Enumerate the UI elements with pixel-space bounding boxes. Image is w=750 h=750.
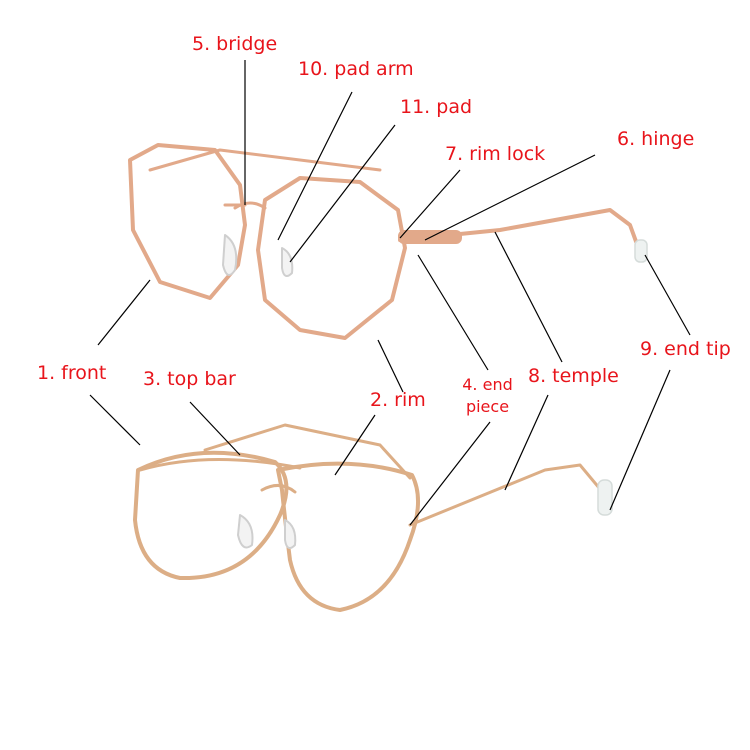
leader-rim-upper [377, 339, 404, 393]
label-pad-arm: 10. pad arm [298, 58, 414, 80]
lower-left-rim [133, 450, 289, 581]
label-end-piece: 4. end piece [455, 374, 520, 417]
lower-bridge [260, 484, 297, 494]
lower-temple [408, 463, 612, 527]
label-hinge: 6. hinge [617, 128, 695, 150]
lower-right-rim [276, 461, 421, 612]
label-temple: 8. temple [528, 365, 619, 387]
label-top-bar: 3. top bar [143, 368, 236, 390]
label-bridge: 5. bridge [192, 33, 278, 55]
upper-left-pad [222, 234, 238, 276]
leader-pad-arm [277, 91, 353, 241]
label-front: 1. front [37, 362, 107, 384]
leader-rim-lock [399, 169, 461, 239]
label-rim: 2. rim [370, 389, 426, 411]
leader-end-tip-upper [644, 254, 691, 336]
label-end-piece-line2: piece [465, 396, 510, 416]
upper-bridge [233, 201, 267, 210]
leader-pad [289, 124, 396, 263]
aviator-glasses [133, 423, 613, 612]
label-rim-lock: 7. rim lock [445, 143, 546, 165]
upper-far-temple [148, 148, 382, 172]
leader-temple-lower [504, 394, 549, 491]
leader-temple-upper [494, 231, 563, 363]
leader-end-piece-lower [409, 421, 491, 526]
lower-right-pad [284, 519, 297, 550]
lower-top-bar [138, 457, 302, 472]
label-end-tip: 9. end tip [640, 338, 731, 360]
leader-rim-lower [334, 414, 376, 476]
upper-left-rim [128, 143, 247, 300]
leader-front-lower [89, 394, 141, 446]
leader-top-bar [189, 401, 241, 456]
upper-temple [398, 208, 644, 260]
leader-front-upper [97, 279, 151, 346]
leader-end-piece-upper [417, 254, 489, 371]
upper-right-rim [256, 176, 407, 340]
lower-left-pad [237, 514, 254, 549]
upper-end-tip [634, 239, 648, 263]
label-pad: 11. pad [400, 96, 473, 118]
label-end-piece-line1: 4. end [462, 375, 513, 394]
leader-lines [89, 60, 691, 526]
octagonal-glasses [128, 143, 648, 340]
leader-end-tip-lower [609, 369, 671, 511]
lower-far-temple [203, 423, 412, 480]
upper-right-pad [281, 247, 294, 278]
leader-hinge [424, 154, 596, 241]
lower-end-tip [597, 479, 613, 516]
